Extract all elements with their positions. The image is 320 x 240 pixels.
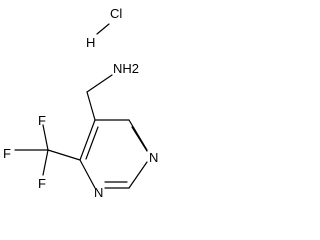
hydrogen-label: H bbox=[86, 35, 95, 50]
ring-bond-n1-c2 bbox=[128, 161, 148, 189]
ring-double-c6-n1 bbox=[131, 126, 148, 152]
molecule-diagram: Cl H NH2 N N F F F bbox=[3, 6, 158, 200]
ring-double-c4-c5 bbox=[85, 126, 99, 160]
fluorine-top-label: F bbox=[38, 113, 46, 128]
h-cl-bond bbox=[96, 23, 110, 35]
structure-canvas: Cl H NH2 N N F F F bbox=[3, 6, 158, 200]
ring-nitrogen-right-label: N bbox=[149, 150, 158, 165]
cf3-bond bbox=[47, 149, 81, 161]
methylene-bond bbox=[86, 91, 96, 121]
fluorine-bottom-label: F bbox=[38, 176, 46, 191]
amine-label: NH2 bbox=[113, 61, 139, 76]
ring-bond-n3-c4 bbox=[79, 159, 96, 189]
ring-bond-c6-n1 bbox=[128, 119, 148, 151]
cf-bond-bottom bbox=[42, 149, 49, 176]
ring-nitrogen-bottom-label: N bbox=[94, 185, 103, 200]
chlorine-label: Cl bbox=[110, 6, 122, 21]
amine-bond bbox=[86, 74, 113, 93]
ring-bond-c4-c5 bbox=[79, 119, 96, 161]
cf-bond-top bbox=[42, 124, 49, 151]
fluorine-left-label: F bbox=[3, 146, 11, 161]
